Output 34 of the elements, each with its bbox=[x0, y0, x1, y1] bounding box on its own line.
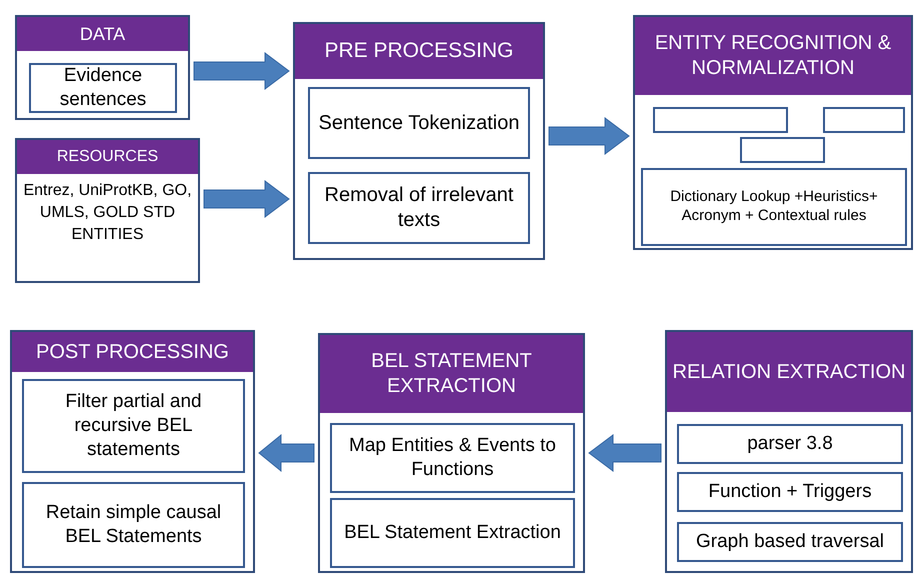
tool-box bbox=[823, 107, 905, 133]
tool-box bbox=[653, 107, 788, 133]
panel-header: RESOURCES bbox=[17, 140, 198, 174]
panel-header: POST PROCESSING bbox=[12, 332, 253, 372]
step-box: Evidence sentences bbox=[29, 63, 177, 113]
stage-panel bbox=[633, 15, 913, 250]
stage-panel bbox=[15, 138, 200, 283]
step-box: Dictionary Lookup +Heuristics+ Acronym + Contextual rules bbox=[641, 168, 907, 246]
panel-header: DATA bbox=[17, 17, 188, 51]
panel-header: RELATION EXTRACTION bbox=[667, 332, 911, 412]
stage-panel bbox=[10, 330, 255, 573]
step-box: Graph based traversal bbox=[677, 522, 903, 562]
step-box: Retain simple causal BEL Statements bbox=[22, 482, 245, 568]
panel-header: ENTITY RECOGNITION & NORMALIZATION bbox=[635, 17, 911, 95]
step-box: Filter partial and recursive BEL statements bbox=[22, 379, 245, 473]
step-box: Map Entities & Events to Functions bbox=[330, 423, 575, 493]
tool-box bbox=[740, 137, 825, 163]
stage-panel bbox=[318, 333, 585, 573]
block-arrow bbox=[258, 434, 314, 472]
panel-header: BEL STATEMENT EXTRACTION bbox=[320, 335, 583, 413]
block-arrow bbox=[204, 180, 290, 218]
step-box: BEL Statement Extraction bbox=[330, 498, 575, 568]
block-arrow bbox=[194, 52, 290, 90]
stage-panel bbox=[293, 22, 545, 260]
step-box: parser 3.8 bbox=[677, 424, 903, 464]
step-box: Removal of irrelevant texts bbox=[308, 172, 530, 244]
panel-text: Entrez, UniProtKB, GO, UMLS, GOLD STD ENTITIES bbox=[22, 181, 193, 245]
stage-panel bbox=[665, 330, 913, 573]
stage-panel bbox=[15, 15, 190, 120]
block-arrow bbox=[548, 117, 630, 155]
block-arrow bbox=[588, 434, 662, 472]
step-box: Sentence Tokenization bbox=[308, 87, 530, 159]
step-box: Function + Triggers bbox=[677, 472, 903, 512]
panel-header: PRE PROCESSING bbox=[295, 24, 543, 79]
